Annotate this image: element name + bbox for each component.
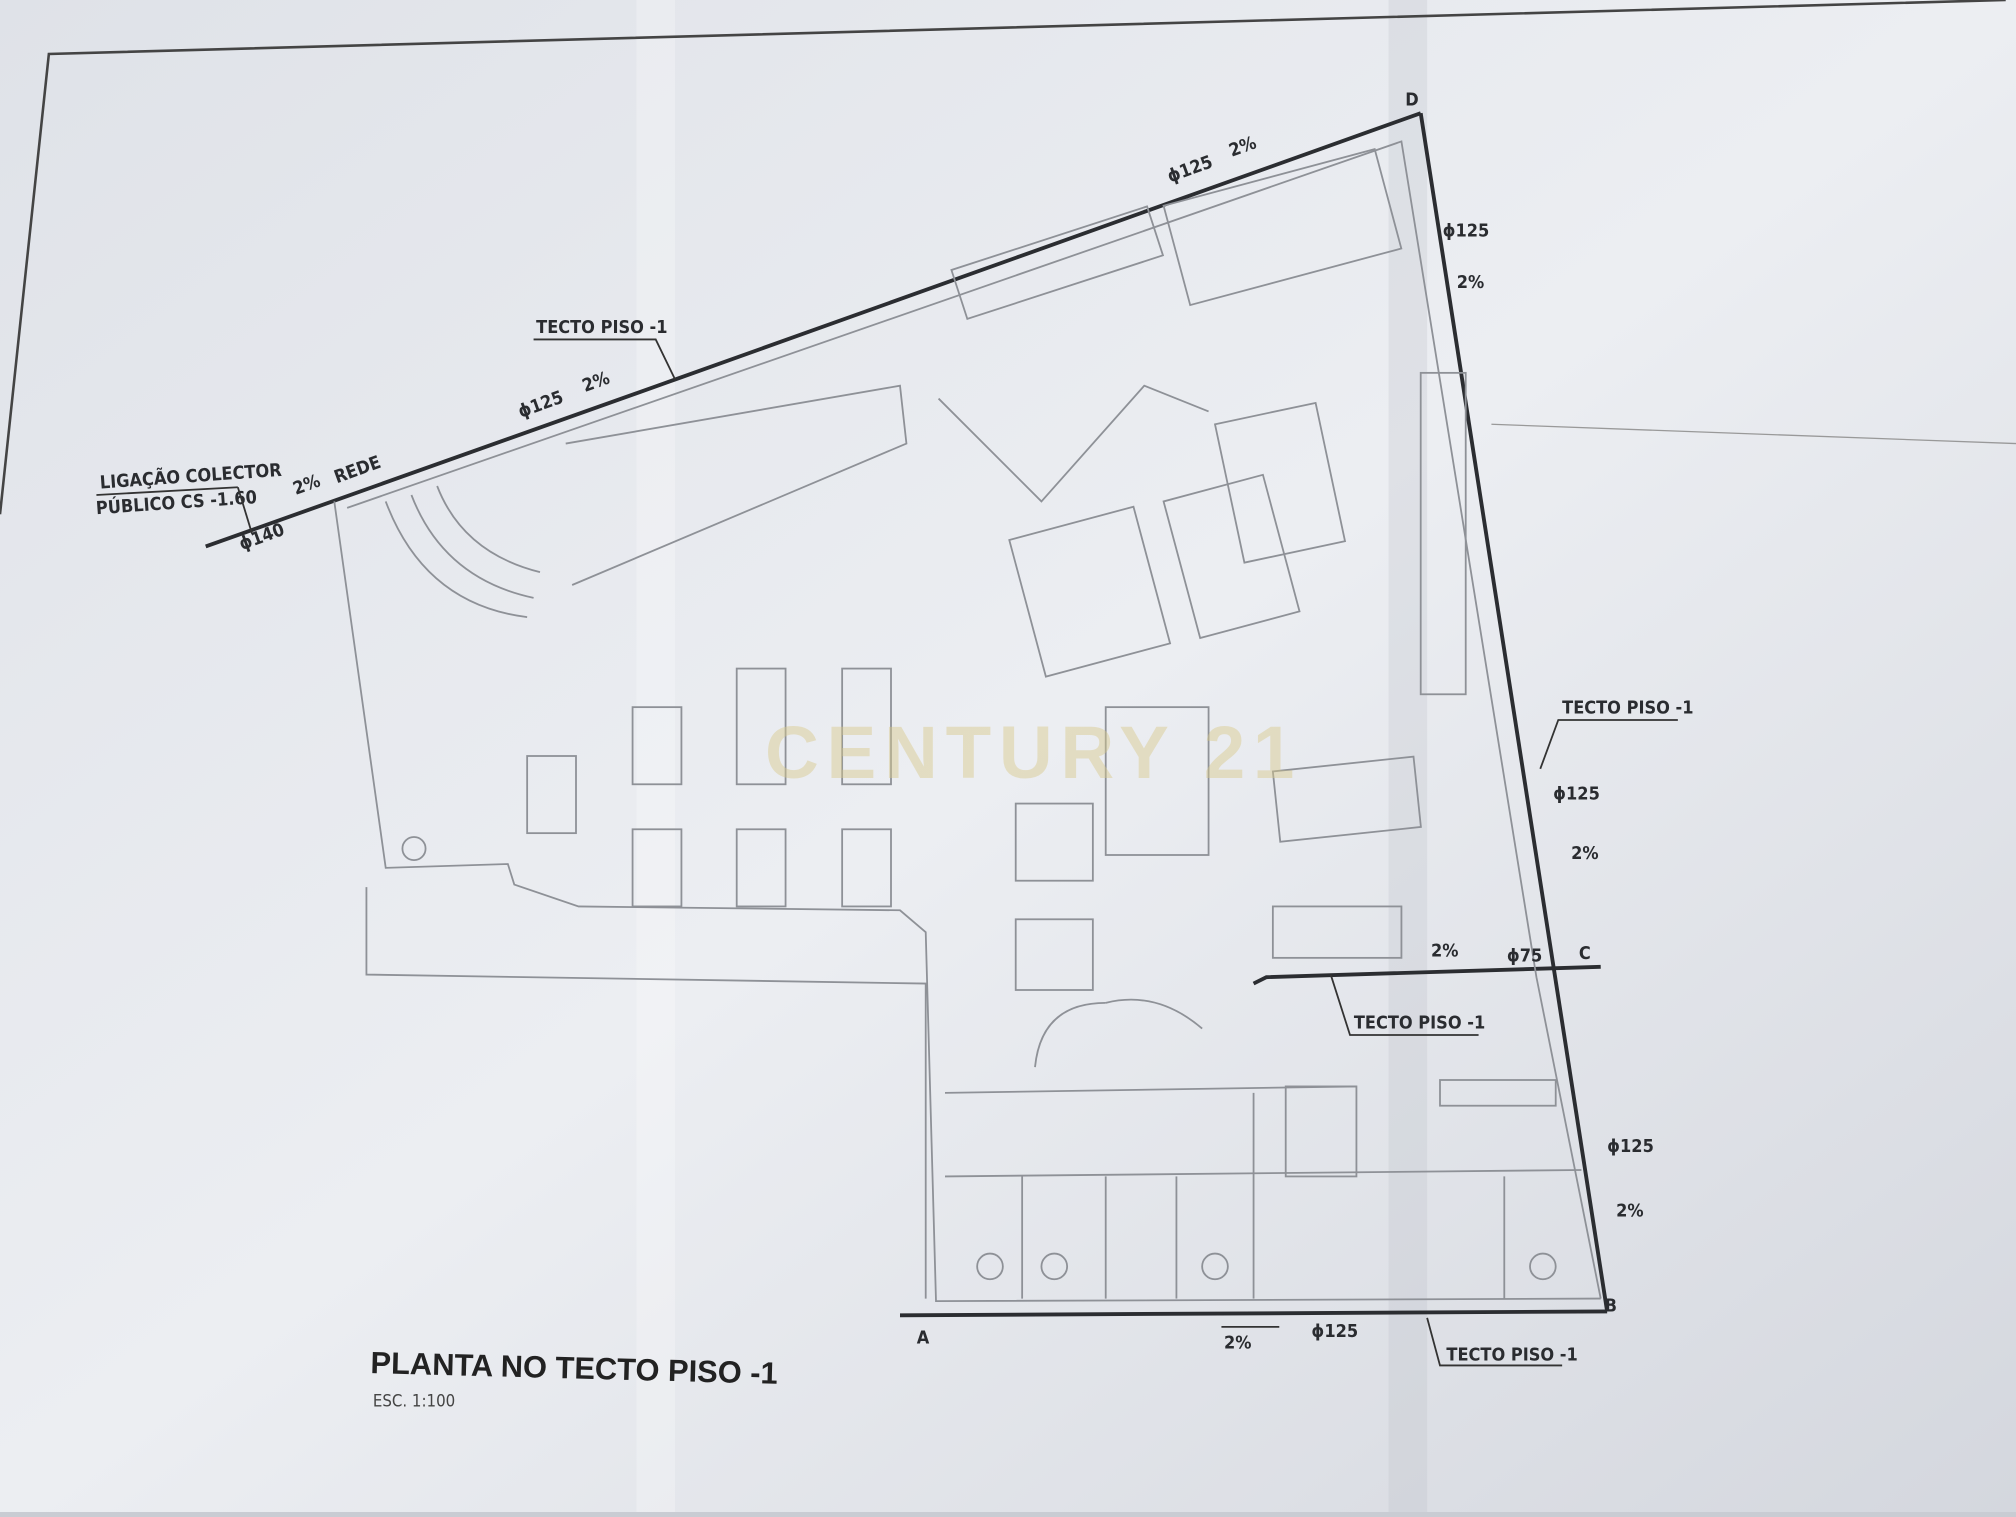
tecto-label: TECTO PISO -1	[536, 317, 667, 338]
watermark: CENTURY 21	[765, 710, 1302, 794]
drain-pipe-south	[899, 1309, 1608, 1318]
slope-label: 2%	[1571, 843, 1599, 864]
slope-label: 2%	[1616, 1200, 1644, 1221]
building-plan	[333, 140, 1602, 1303]
drain-pipe-north	[205, 111, 1422, 549]
point-b: B	[1605, 1295, 1617, 1316]
pipe-diameter-125: ϕ125	[1607, 1136, 1654, 1157]
pipe-diameter-125: ϕ125	[1443, 221, 1490, 242]
point-a: A	[917, 1328, 930, 1349]
slope-label: 2%	[1431, 941, 1459, 962]
sheet-line	[1491, 423, 2016, 445]
pipe-diameter-125: ϕ125	[1553, 784, 1600, 805]
drain-pipe-east	[1418, 112, 1610, 1312]
point-c: C	[1579, 943, 1591, 964]
paper-fold	[1388, 0, 1428, 1512]
sheet-border	[0, 0, 2006, 515]
drain-pipe-c	[1252, 964, 1601, 986]
slope-label: 2%	[1224, 1333, 1252, 1354]
paper-fold	[636, 0, 675, 1512]
tecto-label: TECTO PISO -1	[1354, 1013, 1485, 1034]
point-d: D	[1405, 89, 1418, 110]
tecto-label: TECTO PISO -1	[1562, 698, 1693, 719]
slope-label: 2%	[1457, 272, 1485, 293]
pipe-diameter-125: ϕ125	[1311, 1321, 1358, 1342]
drawing-scale: ESC. 1:100	[373, 1391, 455, 1411]
tecto-label: TECTO PISO -1	[1446, 1344, 1577, 1365]
pipe-diameter-75: ϕ75	[1507, 946, 1542, 967]
